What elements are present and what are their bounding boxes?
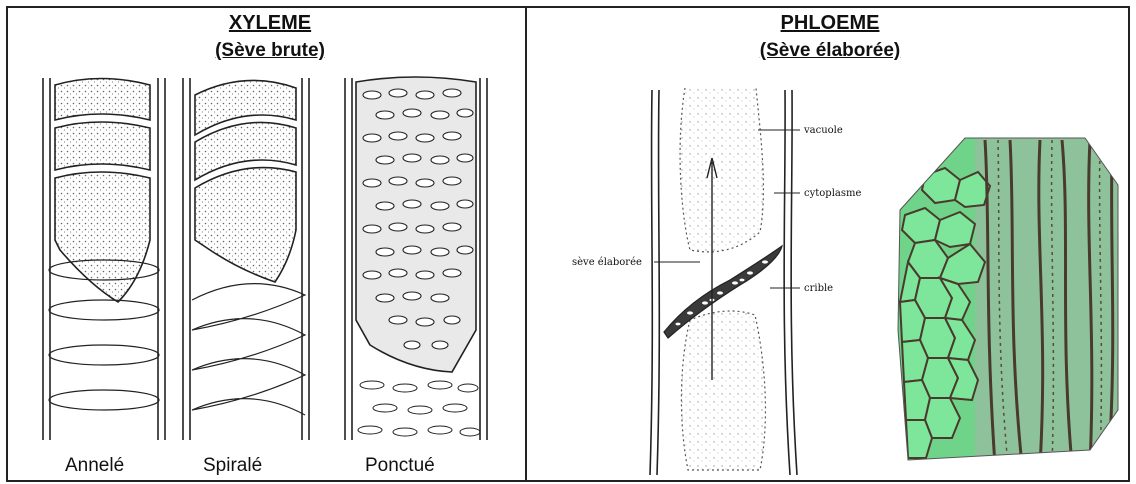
annele-vessel-drawing [43, 78, 165, 440]
label-seve-elaboree: sève élaborée [572, 257, 642, 268]
spirale-vessel-drawing [183, 78, 309, 440]
label-cytoplasme: cytoplasme [804, 188, 861, 199]
sieve-tube-drawing [650, 88, 800, 475]
ponctue-vessel-drawing [345, 77, 487, 440]
label-crible: crible [804, 283, 833, 294]
label-vacuole: vacuole [803, 125, 843, 136]
phloem-micrograph [895, 135, 1120, 465]
